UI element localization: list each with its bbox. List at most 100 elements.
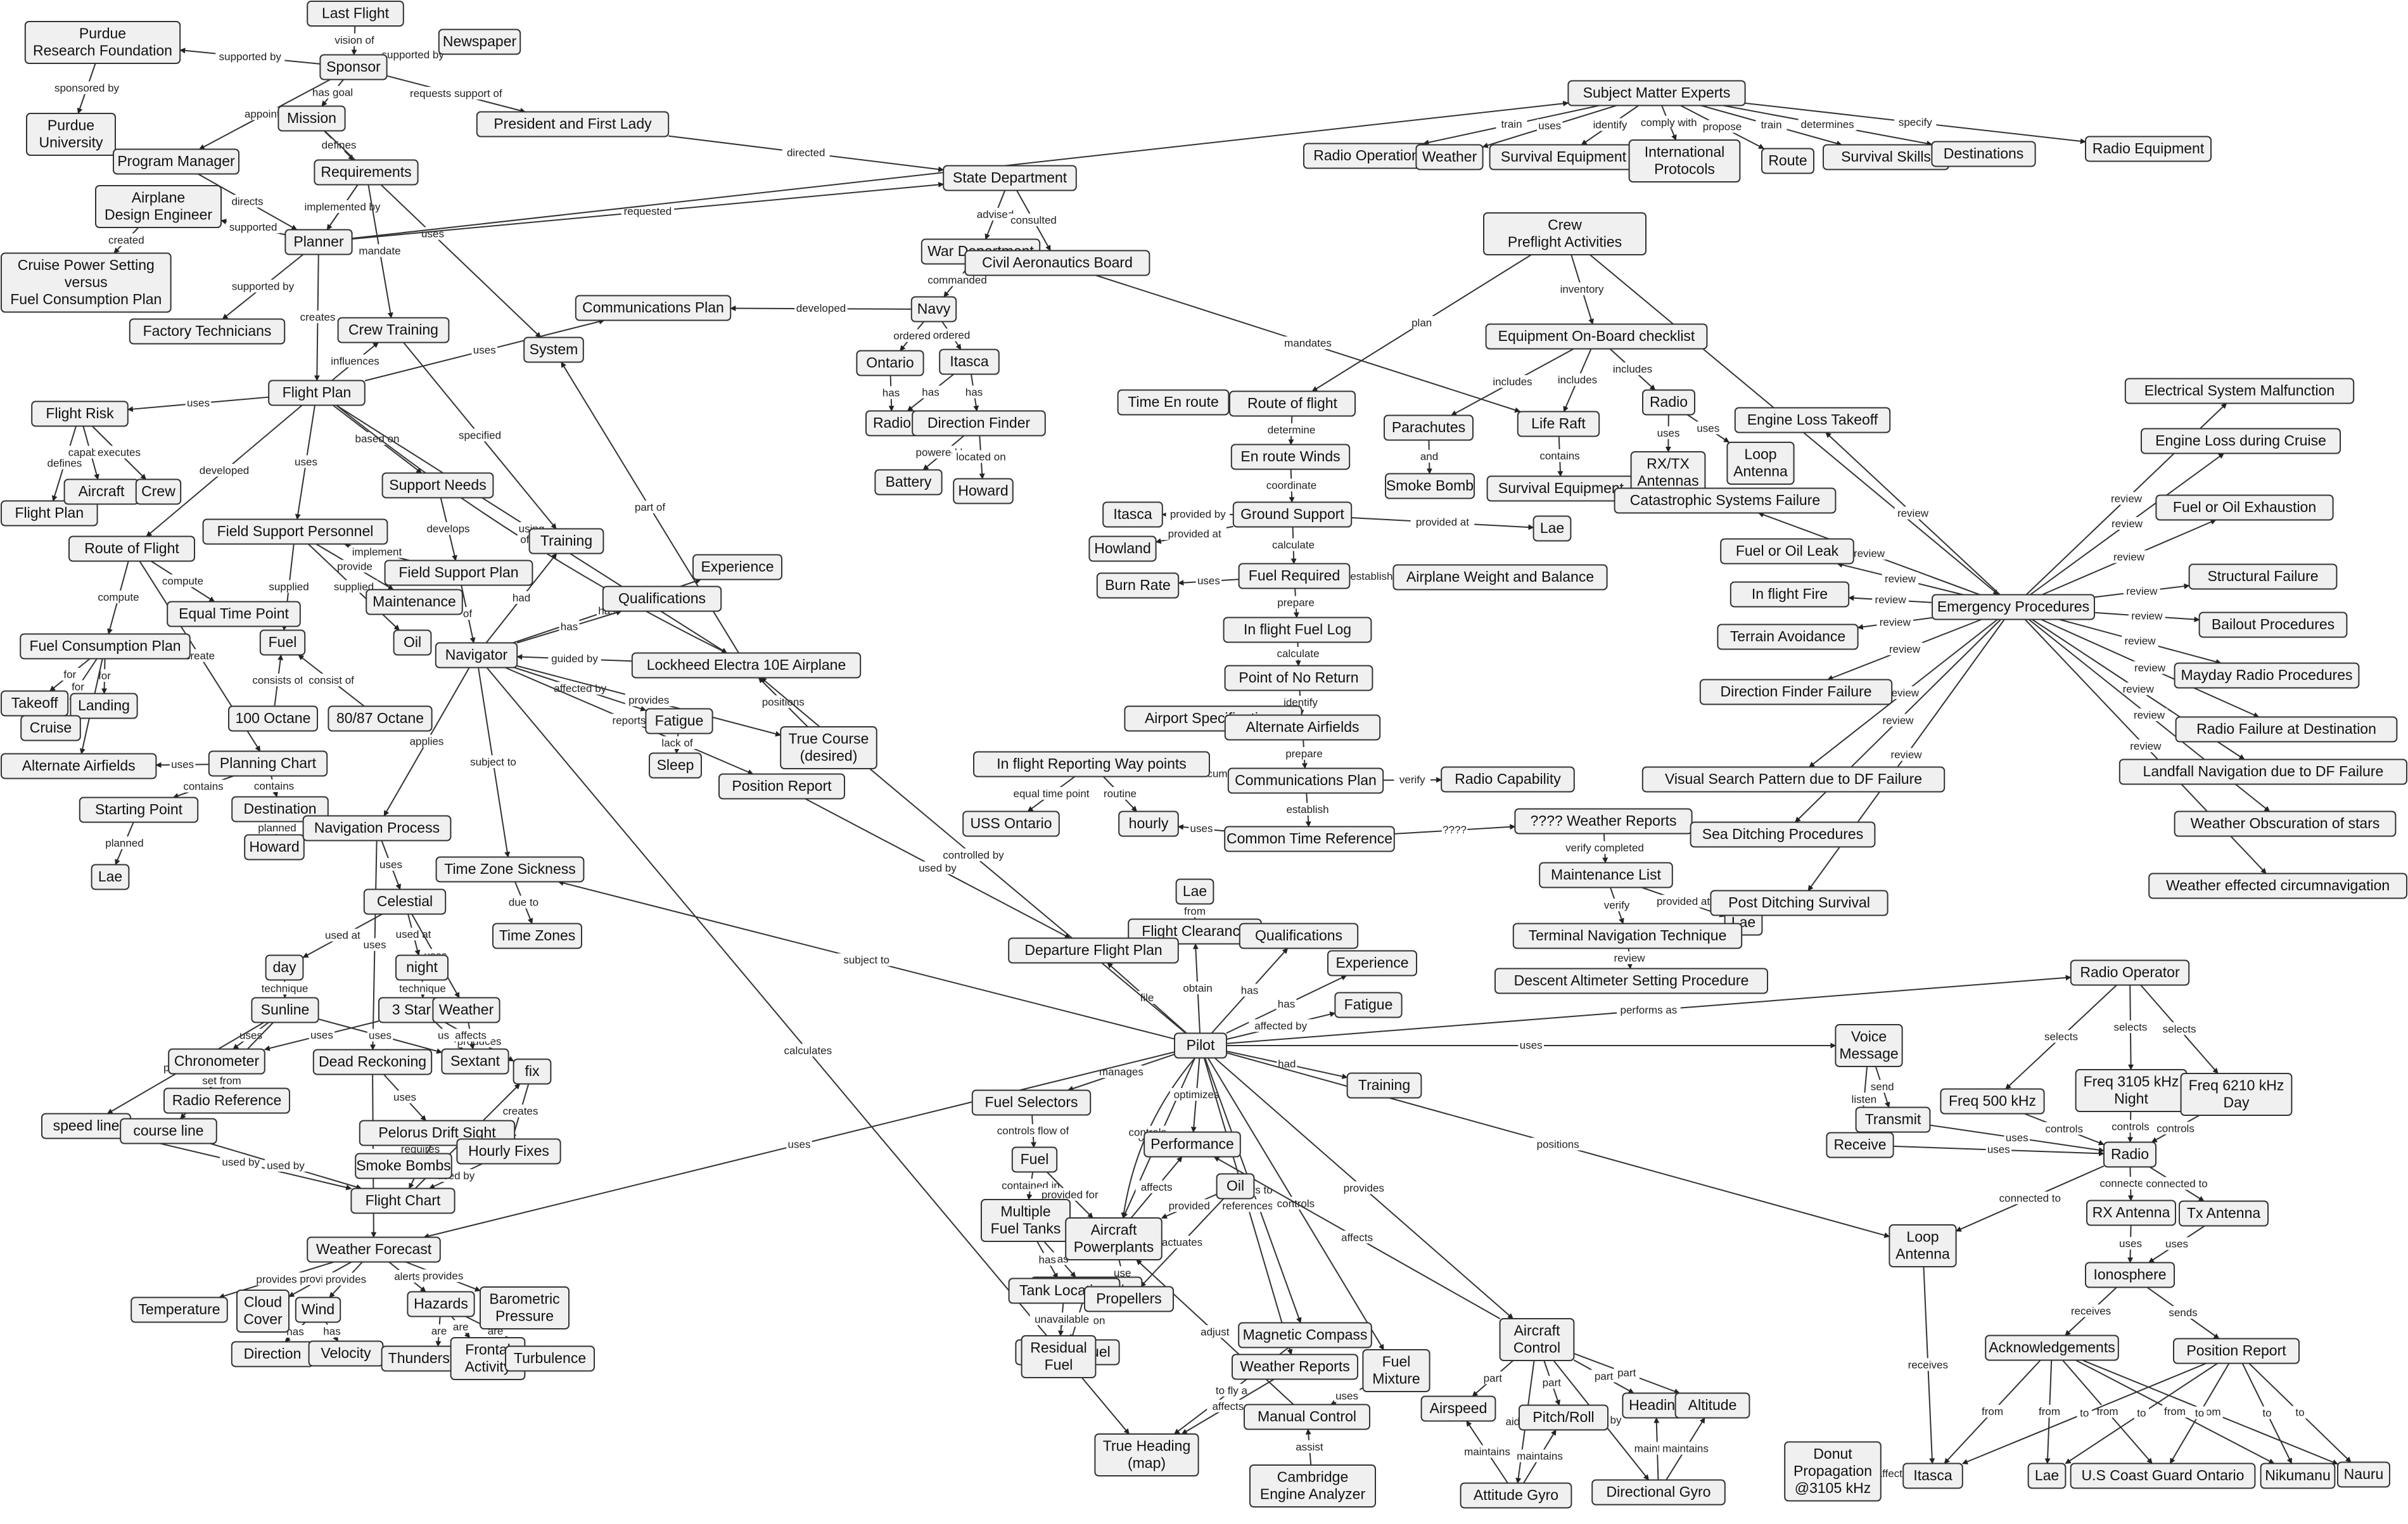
edge-sponsor-to-president: requests support of <box>386 75 526 113</box>
node-box <box>1512 923 1743 949</box>
node-label: In flight Fire <box>1752 586 1828 602</box>
edge-label: establish <box>1286 804 1328 816</box>
node-box <box>1494 968 1768 994</box>
edge-label-backdrop <box>1655 426 1681 439</box>
concept-node-airspeed: Airspeed <box>1420 1395 1496 1422</box>
node-box <box>856 350 924 376</box>
edge-label: used by <box>222 1156 260 1169</box>
node-label: ???? Weather Reports <box>1531 812 1677 829</box>
edge-label-backdrop <box>936 848 1011 861</box>
node-box <box>505 1345 595 1372</box>
edge-label-backdrop <box>2158 1022 2201 1035</box>
node-label: RX Antenna <box>2093 1204 2170 1220</box>
edge-sme-to-survival-equipment-sme: identify <box>1581 105 1640 146</box>
edge-octane80-to-fuel-l: consist of <box>298 654 365 707</box>
node-label: Sunline <box>261 1001 310 1018</box>
concept-node-time-zones: Time Zones <box>492 923 582 949</box>
edge-label-backdrop <box>241 107 289 120</box>
node-box <box>268 380 366 406</box>
edge-aircraft-powerplants-to-performance: affects <box>1130 1156 1183 1219</box>
edge-label-backdrop <box>656 736 699 749</box>
node-label: Frontal <box>465 1342 511 1358</box>
node-label: Research Foundation <box>33 42 172 59</box>
edge-label-backdrop <box>181 649 219 662</box>
node-label: Life Raft <box>1531 415 1586 432</box>
concept-node-weather-sme: Weather <box>1415 144 1484 170</box>
edge-label: to fly a <box>1216 1385 1248 1397</box>
node-label: In flight Reporting Way points <box>997 755 1187 772</box>
edge-label: affected by <box>1254 1020 1307 1032</box>
edge-label: provided <box>1169 1200 1210 1212</box>
edge-label-backdrop <box>296 311 339 323</box>
edge-label: developed <box>200 464 249 477</box>
node-label: Sextant <box>450 1053 500 1069</box>
edge-label-backdrop <box>1869 1080 1895 1093</box>
edge-label-backdrop <box>1197 1325 1233 1338</box>
concept-node-landing: Landing <box>70 693 138 719</box>
edge-label-backdrop <box>1555 282 1609 295</box>
edge-label-backdrop <box>891 329 933 342</box>
concept-node-performance: Performance <box>1143 1131 1241 1158</box>
edge-flight-clearance-to-lae-c: from <box>1182 903 1208 919</box>
edge-sunline-to-sextant: uses <box>318 1018 443 1054</box>
concept-node-true-course: True Course(desired) <box>780 726 877 769</box>
edge-ground-support-to-lae-m: provided at <box>1351 515 1534 530</box>
concept-node-terrain-avoid: Terrain Avoidance <box>1717 624 1859 650</box>
edge-label-backdrop <box>931 273 984 286</box>
node-box <box>456 1138 561 1165</box>
edge-label: manages <box>1099 1066 1143 1078</box>
concept-node-equipment-checklist: Equipment On-Board checklist <box>1485 323 1708 350</box>
node-box <box>2148 873 2407 899</box>
edge-oil-p-to-propellers: actuates <box>1140 1198 1225 1288</box>
edge-label-backdrop <box>1005 787 1097 800</box>
node-label: Alternate Airfields <box>22 757 136 774</box>
edge-civil-aero-to-life-raft: mandates <box>1095 274 1521 413</box>
node-box <box>1784 1441 1882 1502</box>
concept-node-fuel-consumption-plan: Fuel Consumption Plan <box>20 633 191 660</box>
node-label: day <box>272 959 296 975</box>
concept-node-receive: Receive <box>1826 1132 1894 1158</box>
node-box <box>236 1290 290 1333</box>
edge-label: equal time point <box>1013 788 1089 800</box>
edge-common-time-ref-to-weather-reports-c: ???? <box>1394 823 1516 836</box>
concept-node-sea-ditching: Sea Ditching Procedures <box>1690 821 1876 848</box>
node-label: Night <box>2114 1091 2148 1107</box>
concept-node-requirements: Requirements <box>314 159 419 186</box>
edge-sme-to-destinations: determines <box>1723 105 1933 146</box>
edge-label: review <box>1888 687 1920 699</box>
edge-attitude-gyro-to-airspeed: maintains <box>1460 1420 1514 1484</box>
edge-ionosphere-to-acknowledgements: receives <box>2065 1286 2117 1336</box>
concept-node-field-support-plan: Field Support Plan <box>384 560 533 586</box>
edge-label-backdrop <box>359 244 401 257</box>
edge-label: used by <box>267 1160 305 1172</box>
node-label: Program Manager <box>117 153 235 169</box>
edge-label-backdrop <box>1275 596 1317 609</box>
edge-label: identify <box>1284 696 1318 708</box>
concept-node-aircraft-small: Aircraft <box>63 478 139 505</box>
edge-label: for <box>98 670 111 682</box>
edge-emergency-proc-to-visual-search: review <box>1809 618 1998 768</box>
edge-label-backdrop <box>333 560 376 573</box>
edge-label: review <box>2126 585 2158 597</box>
node-box <box>2180 1073 2293 1116</box>
node-label: Performance <box>1150 1136 1234 1152</box>
node-label: Emergency Procedures <box>1937 598 2089 615</box>
edge-label: from <box>1982 1406 2003 1418</box>
edge-label-backdrop <box>1218 1199 1277 1212</box>
node-box <box>2085 1262 2175 1288</box>
node-box <box>202 518 388 545</box>
edge-weather-forecast-to-wind: provides <box>322 1261 370 1298</box>
edge-emergency-proc-to-df-failure: review <box>1827 618 1982 681</box>
edge-position-report-r-to-nauru: to <box>2248 1362 2352 1463</box>
edge-navigator-to-qualifications-l: has <box>516 610 622 644</box>
node-label: Visual Search Pattern due to DF Failure <box>1665 771 1922 787</box>
edge-label-backdrop <box>628 501 672 513</box>
edge-emergency-proc-to-elec-malfunction: review <box>2025 402 2227 596</box>
node-box <box>1483 212 1647 255</box>
edge-label-backdrop <box>2108 517 2146 530</box>
edge-destination-l-to-howard-l: planned <box>256 821 298 836</box>
concept-node-cruise: Cruise <box>20 715 81 741</box>
edge-label: commanded <box>927 274 987 286</box>
edge-label-backdrop <box>1531 1137 1584 1151</box>
